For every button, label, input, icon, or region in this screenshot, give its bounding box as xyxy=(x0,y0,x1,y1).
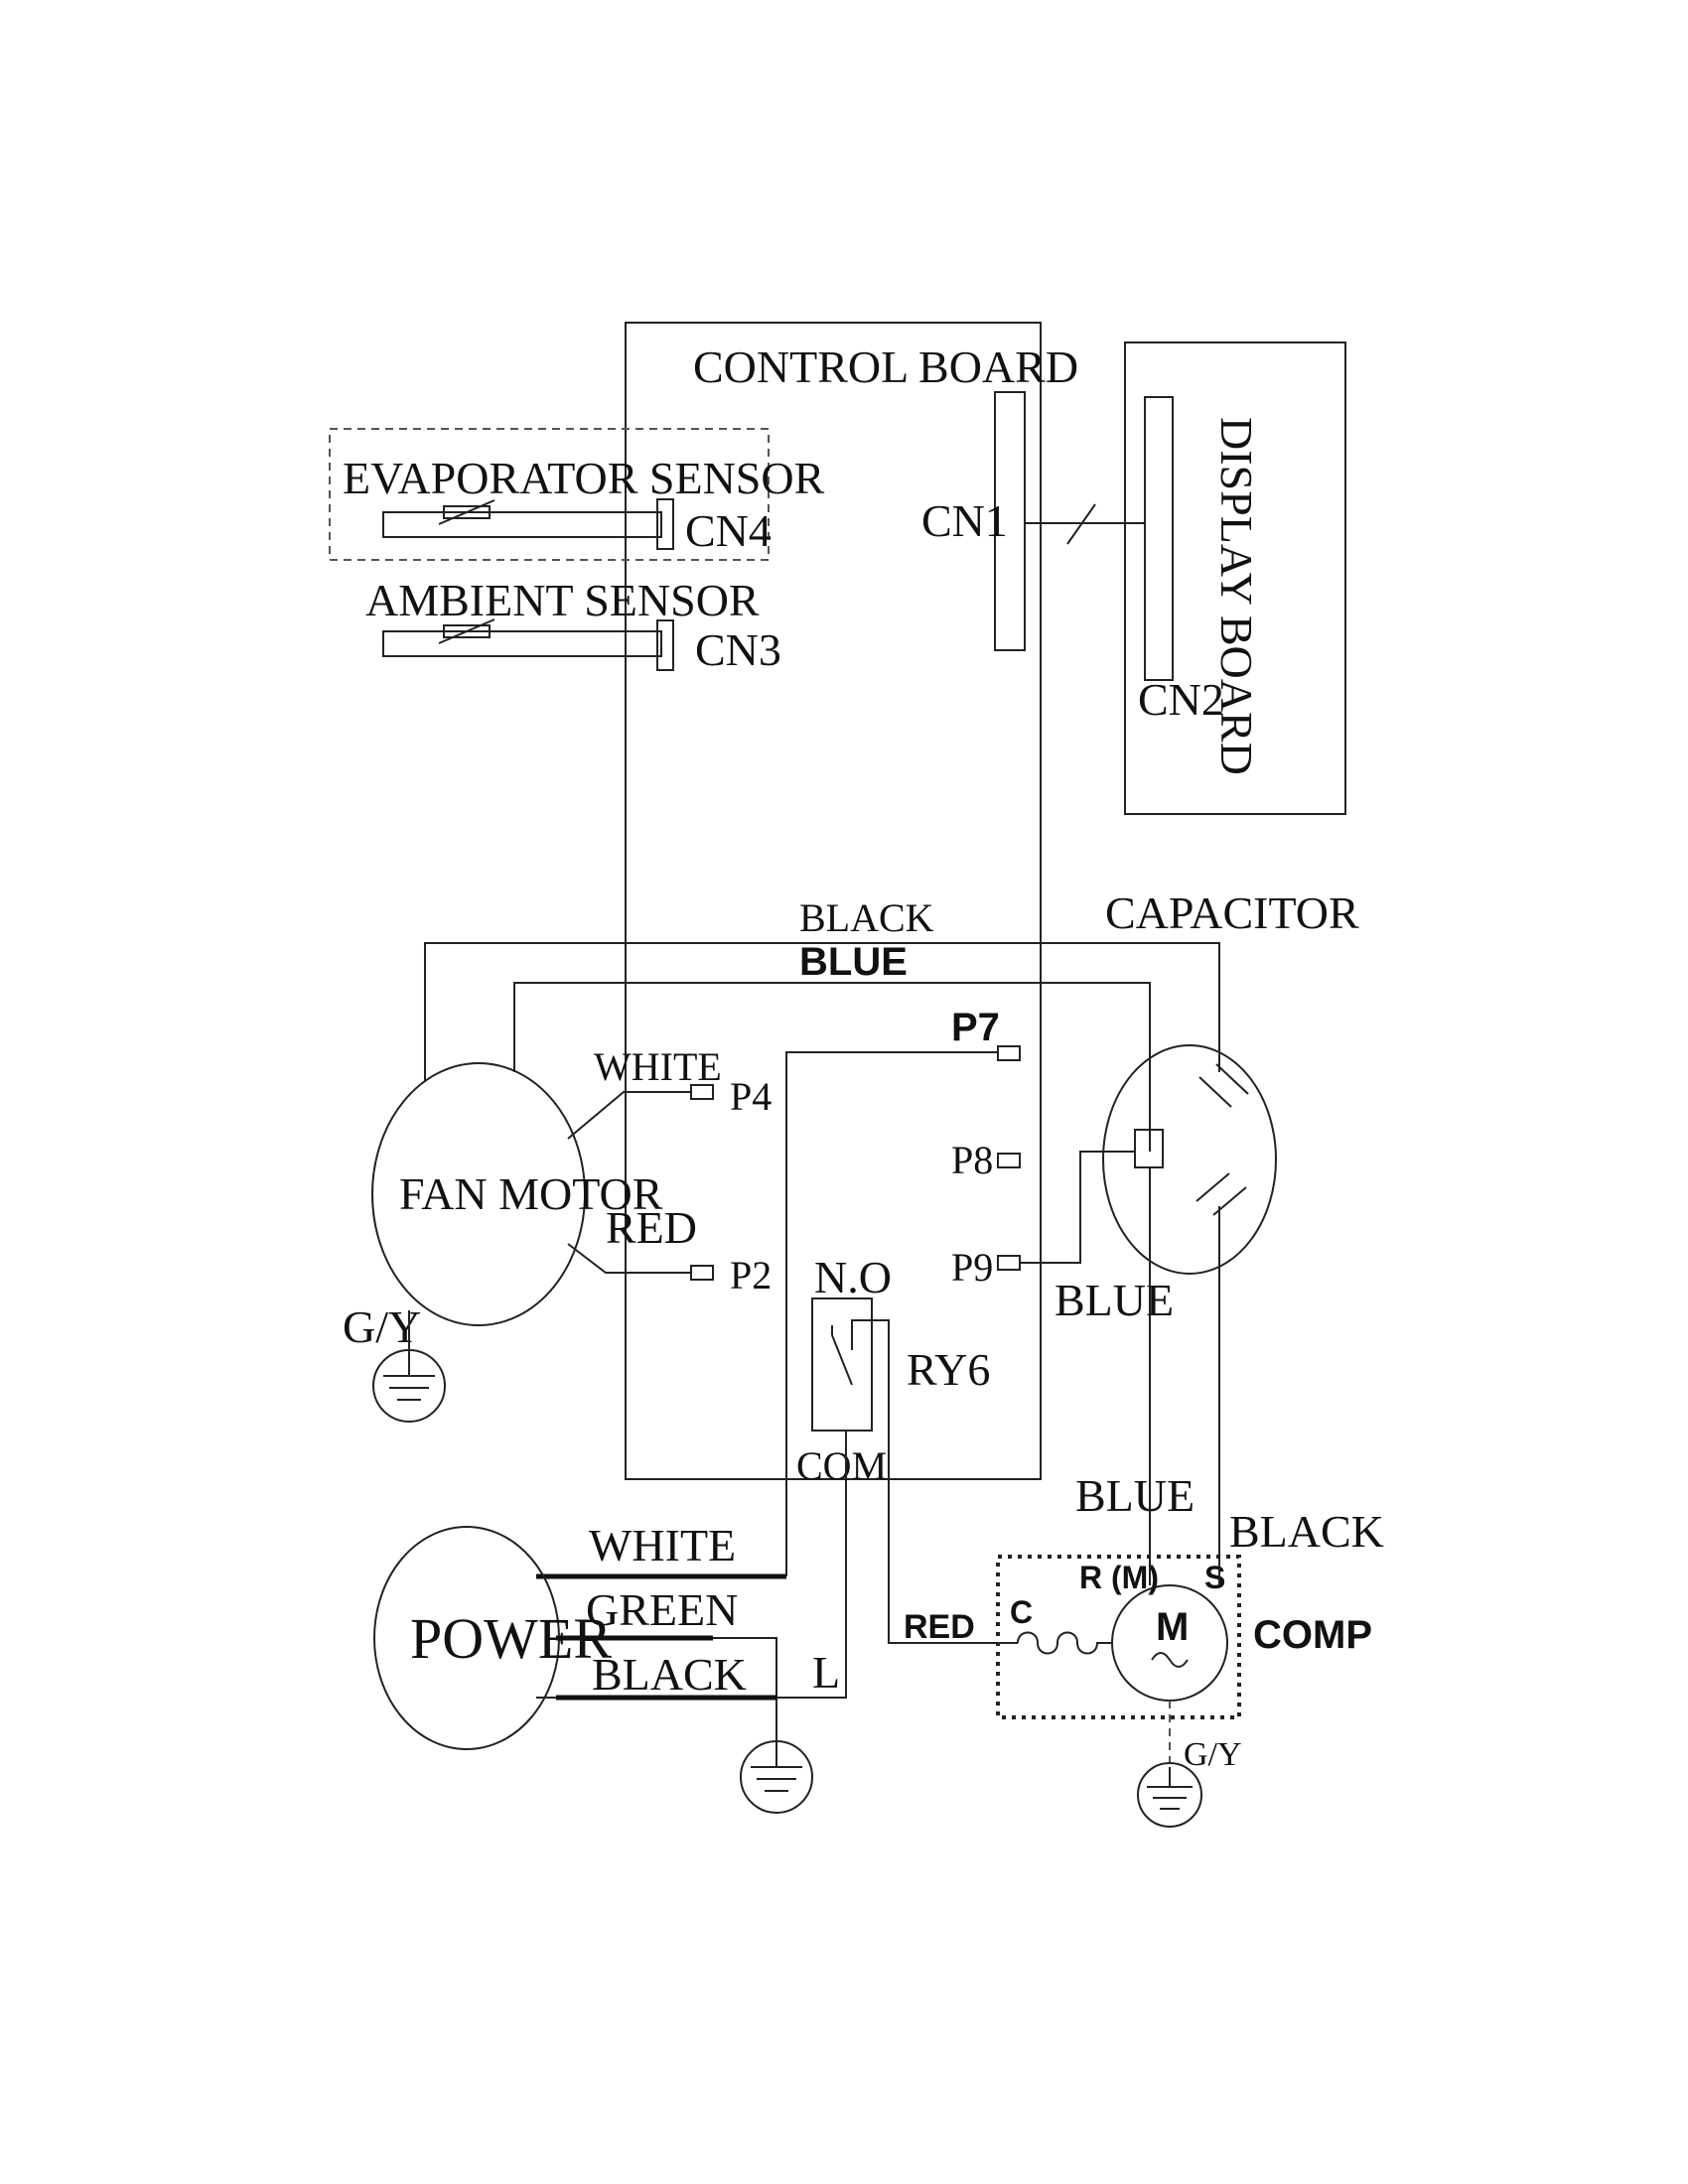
relay-com-label: COM xyxy=(796,1443,887,1488)
wire-white-fan-p4 xyxy=(567,1091,691,1140)
capacitor-label: CAPACITOR xyxy=(1105,887,1359,938)
display-board-title: DISPLAY BOARD xyxy=(1211,417,1262,775)
evaporator-sensor-label: EVAPORATOR SENSOR xyxy=(343,453,825,503)
cn4-label: CN4 xyxy=(685,505,772,556)
relay-switch-blade xyxy=(831,1334,853,1386)
power-ground-circle xyxy=(740,1740,813,1814)
p4-terminal xyxy=(690,1084,714,1100)
wire-label-black-top: BLACK xyxy=(799,895,934,940)
relay-contact-right xyxy=(851,1319,890,1350)
ambient-sensor-label: AMBIENT SENSOR xyxy=(365,575,760,625)
display-board xyxy=(1124,341,1346,815)
wire-label-blue-p9: BLUE xyxy=(1055,1275,1174,1325)
wire-power-green-ground xyxy=(713,1637,777,1742)
capacitor-plate-top-a xyxy=(1198,1076,1232,1108)
power-l-label: L xyxy=(812,1647,840,1698)
compressor-terminal-s: S xyxy=(1204,1560,1225,1595)
cn3-label: CN3 xyxy=(695,624,781,675)
p9-terminal xyxy=(997,1255,1021,1271)
wire-label-power-green: GREEN xyxy=(586,1584,738,1635)
compressor-ground-circle xyxy=(1137,1762,1202,1828)
cn2-label: CN2 xyxy=(1138,674,1224,725)
control-board-title: CONTROL BOARD xyxy=(693,341,1078,392)
evaporator-sensor-probe xyxy=(382,511,662,538)
p8-label: P8 xyxy=(951,1138,993,1182)
wire-blue-p9-capacitor xyxy=(1020,1151,1135,1264)
bus-slash xyxy=(1066,503,1096,545)
capacitor-plate-bot-a xyxy=(1196,1172,1230,1202)
compressor-ac-symbol xyxy=(1151,1652,1189,1668)
wire-blue-fan-capacitor xyxy=(513,982,1151,1152)
ambient-thermistor xyxy=(443,624,491,638)
cn4-connector xyxy=(656,498,674,550)
wire-label-blue-comp: BLUE xyxy=(1075,1470,1195,1521)
cn3-connector xyxy=(656,619,674,671)
wire-red-relay-comp xyxy=(888,1328,1018,1644)
cn1-label: CN1 xyxy=(921,495,1008,546)
wire-black-fan-capacitor xyxy=(424,942,1220,1082)
p2-terminal xyxy=(690,1265,714,1281)
capacitor-plate-top-b xyxy=(1215,1063,1249,1095)
compressor-box xyxy=(996,1555,1241,1719)
compressor-terminal-r: R (M) xyxy=(1079,1560,1159,1595)
wire-label-power-white: WHITE xyxy=(589,1520,736,1570)
compressor-motor-symbol: M xyxy=(1156,1605,1189,1649)
compressor-terminal-c: C xyxy=(1010,1594,1033,1630)
wire-label-red-fan: RED xyxy=(606,1202,697,1253)
capacitor-plate-bot-b xyxy=(1212,1186,1247,1216)
wire-white-p7-route xyxy=(785,1051,998,1576)
p2-label: P2 xyxy=(730,1253,772,1297)
p9-label: P9 xyxy=(951,1245,993,1290)
p7-label: P7 xyxy=(951,1006,1000,1049)
cn1-connector xyxy=(994,391,1026,651)
wire-label-red-comp: RED xyxy=(904,1608,975,1646)
capacitor-body xyxy=(1102,1044,1277,1275)
relay-no-label: N.O xyxy=(814,1252,892,1302)
fan-motor-label: FAN MOTOR xyxy=(399,1168,663,1219)
evaporator-thermistor xyxy=(443,505,491,519)
control-board xyxy=(625,322,1042,1480)
compressor-overload xyxy=(1017,1631,1112,1655)
compressor-label: COMP xyxy=(1253,1613,1372,1657)
evaporator-thermistor-slash xyxy=(438,499,495,525)
wire-red-fan-p2 xyxy=(567,1243,691,1274)
compressor-ground-label: G/Y xyxy=(1184,1736,1242,1773)
fan-motor xyxy=(371,1062,586,1326)
wire-label-power-black: BLACK xyxy=(592,1649,747,1700)
relay-name-label: RY6 xyxy=(907,1344,990,1395)
cn2-connector xyxy=(1144,396,1174,681)
ambient-thermistor-slash xyxy=(438,618,495,644)
wire-label-blue-top: BLUE xyxy=(799,940,908,984)
relay-ry6 xyxy=(811,1297,873,1432)
wire-label-black-comp: BLACK xyxy=(1229,1506,1384,1557)
ambient-sensor-probe xyxy=(382,630,662,657)
wire-label-white-fan: WHITE xyxy=(594,1044,722,1089)
evaporator-sensor-box xyxy=(329,428,770,561)
p8-terminal xyxy=(997,1153,1021,1168)
p7-terminal xyxy=(997,1045,1021,1061)
p4-label: P4 xyxy=(730,1074,772,1119)
